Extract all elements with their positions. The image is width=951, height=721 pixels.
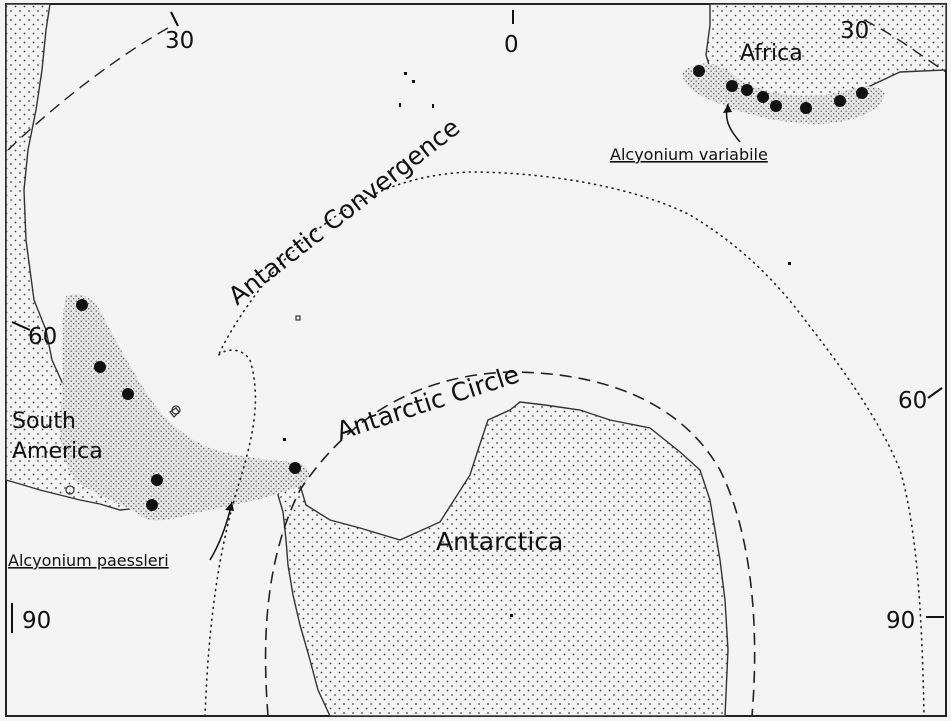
record-dot: [726, 80, 738, 92]
record-dot: [741, 84, 753, 96]
meridian-label-90e: 90: [886, 608, 915, 634]
alcyonium-paessleri-range: [60, 294, 310, 521]
record-dot: [800, 102, 812, 114]
tick-60w: [11, 321, 31, 331]
arrowhead: [723, 104, 732, 113]
label-south-america-1: South: [12, 409, 76, 434]
tick-60e: [927, 387, 943, 399]
record-dot: [94, 361, 106, 373]
meridian-30w: [7, 27, 169, 151]
label-antarctica: Antarctica: [436, 527, 563, 556]
antarctic-convergence-line: [204, 171, 925, 717]
alcyonium-variabile-records: [693, 65, 868, 114]
record-dot: [146, 499, 158, 511]
record-dot: [76, 299, 88, 311]
record-dot: [122, 388, 134, 400]
label-alcyonium-paessleri: Alcyonium paessleri: [8, 551, 169, 570]
record-dot: [693, 65, 705, 77]
meridian-30e: [863, 19, 947, 73]
small-islands: [283, 72, 791, 617]
record-dot: [151, 474, 163, 486]
alcyonium-variabile-range: [682, 63, 885, 124]
meridian-label-90w: 90: [22, 608, 51, 634]
tick-30w: [170, 11, 179, 27]
record-dot: [289, 462, 301, 474]
meridian-label-60w: 60: [28, 324, 57, 350]
meridian-label-30w: 30: [165, 28, 194, 54]
antarctic-circle-line: [264, 371, 756, 717]
alcyonium-paessleri-records: [76, 299, 301, 511]
arrowhead: [225, 502, 234, 511]
meridian-label-30e: 30: [840, 18, 869, 44]
falkland-islands: [169, 407, 180, 418]
label-alcyonium-variabile: Alcyonium variabile: [610, 145, 768, 164]
island: [65, 485, 75, 495]
record-dot: [757, 91, 769, 103]
record-dot: [834, 95, 846, 107]
label-south-america-2: America: [12, 439, 103, 464]
record-dot: [856, 87, 868, 99]
antarctica-landmass: [277, 401, 729, 717]
meridian-label-60e: 60: [898, 388, 927, 414]
record-dot: [770, 100, 782, 112]
meridian-label-0: 0: [504, 32, 519, 58]
label-africa: Africa: [740, 41, 803, 66]
